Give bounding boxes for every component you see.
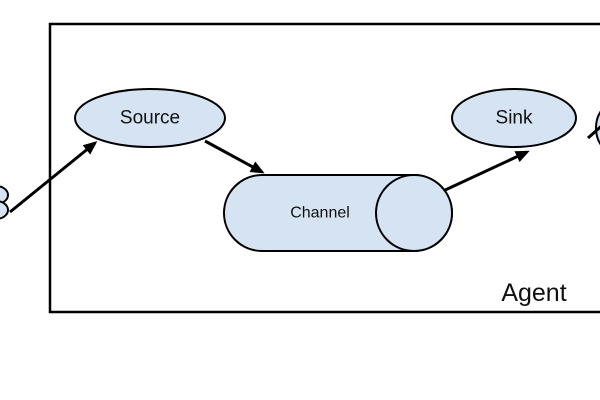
arrow-sink-to-external: [587, 125, 600, 140]
agent-label: Agent: [501, 279, 566, 307]
channel-node: Channel: [223, 174, 453, 252]
sink-node: Sink: [451, 88, 577, 148]
source-node: Source: [74, 88, 226, 148]
channel-label: Channel: [290, 205, 350, 222]
arrow-source-to-channel: [204, 139, 265, 174]
arrow-external-to-source: [9, 141, 98, 214]
agent-container: [48, 22, 600, 314]
sink-label: Sink: [496, 108, 533, 129]
source-label: Source: [120, 108, 180, 129]
external-source-node: [0, 185, 9, 220]
channel-end-cap: [375, 174, 453, 252]
